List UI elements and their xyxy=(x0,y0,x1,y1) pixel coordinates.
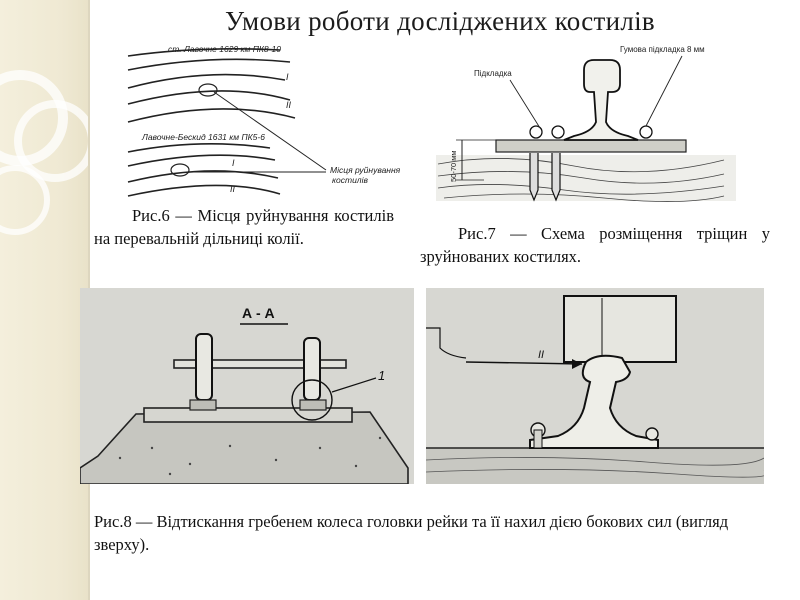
fig6-track-ii-top: II xyxy=(286,100,292,110)
decorative-circle xyxy=(0,165,50,235)
fig8-callout-1: 1 xyxy=(378,368,385,383)
fig6-label-bottom: Лавочне-Бескид 1631 км ПК5-6 xyxy=(141,132,265,142)
slide-title: Умови роботи досліджених костилів xyxy=(225,6,655,36)
figure-8-section-a-a: А - А 1 xyxy=(80,288,414,484)
fig8-section-label: А - А xyxy=(242,305,275,321)
fig7-label-rubber: Гумова підкладка 8 мм xyxy=(620,45,705,54)
decorative-side-band xyxy=(0,0,96,600)
fig7-label-plate: Підкладка xyxy=(474,69,512,78)
fig6-place-label-1: Місця руйнування xyxy=(330,165,401,175)
figure-8-rail-tilt: II xyxy=(426,288,764,484)
fig6-track-i-bottom: I xyxy=(232,158,235,168)
figure-6-caption: Рис.6 — Місця руйнування костилів на пер… xyxy=(94,206,394,248)
fig6-label-top: ст. Лавочне 1629 км ПК8-10 xyxy=(168,44,281,54)
fig6-track-ii-bottom: II xyxy=(230,184,236,194)
figure-7-caption: Рис.7 — Схема розміщення тріщин у зруйно… xyxy=(420,224,770,266)
fig7-label-dim: 50-70 мм xyxy=(449,150,458,182)
fig6-place-label-2: костилів xyxy=(332,175,368,185)
fig8-arrow-label: II xyxy=(538,349,544,361)
figure-8-caption: Рис.8 — Відтискання гребенем колеса голо… xyxy=(94,512,729,554)
figure-6-track-map: ст. Лавочне 1629 км ПК8-10 Лавочне-Бески… xyxy=(110,40,410,198)
decorative-circle xyxy=(14,100,96,182)
fig6-track-i-top: I xyxy=(286,72,289,82)
figure-7-spike-scheme: Підкладка Гумова підкладка 8 мм 50-70 мм xyxy=(424,40,750,205)
